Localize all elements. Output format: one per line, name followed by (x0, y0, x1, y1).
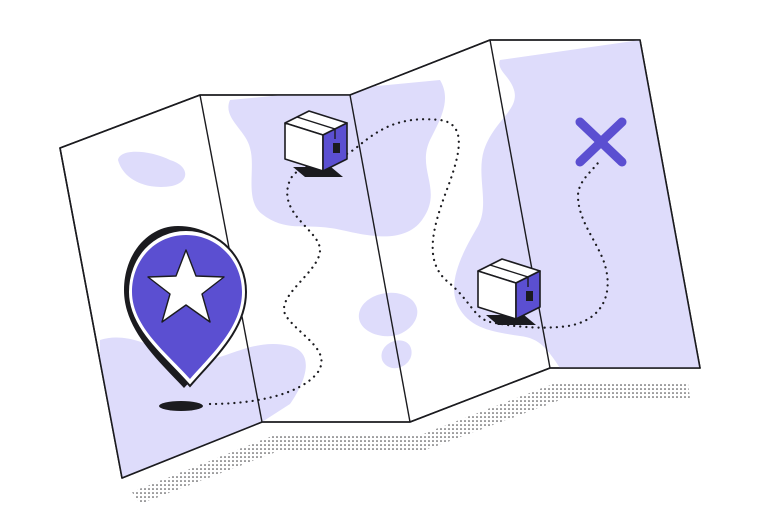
x-mark-icon (575, 117, 627, 167)
pin-shadow (159, 401, 203, 411)
parcel-box-icon-bottom (477, 258, 541, 325)
map-shadow (132, 382, 690, 504)
star-location-pin-icon (124, 226, 248, 388)
star-icon (147, 249, 225, 323)
land-bottom-left (100, 337, 306, 478)
land-small-islands (358, 292, 418, 337)
dotted-route (208, 118, 609, 406)
land-island-left (118, 151, 186, 187)
land-small-island-2 (381, 340, 412, 369)
parcel-box-icon-top (284, 110, 348, 177)
